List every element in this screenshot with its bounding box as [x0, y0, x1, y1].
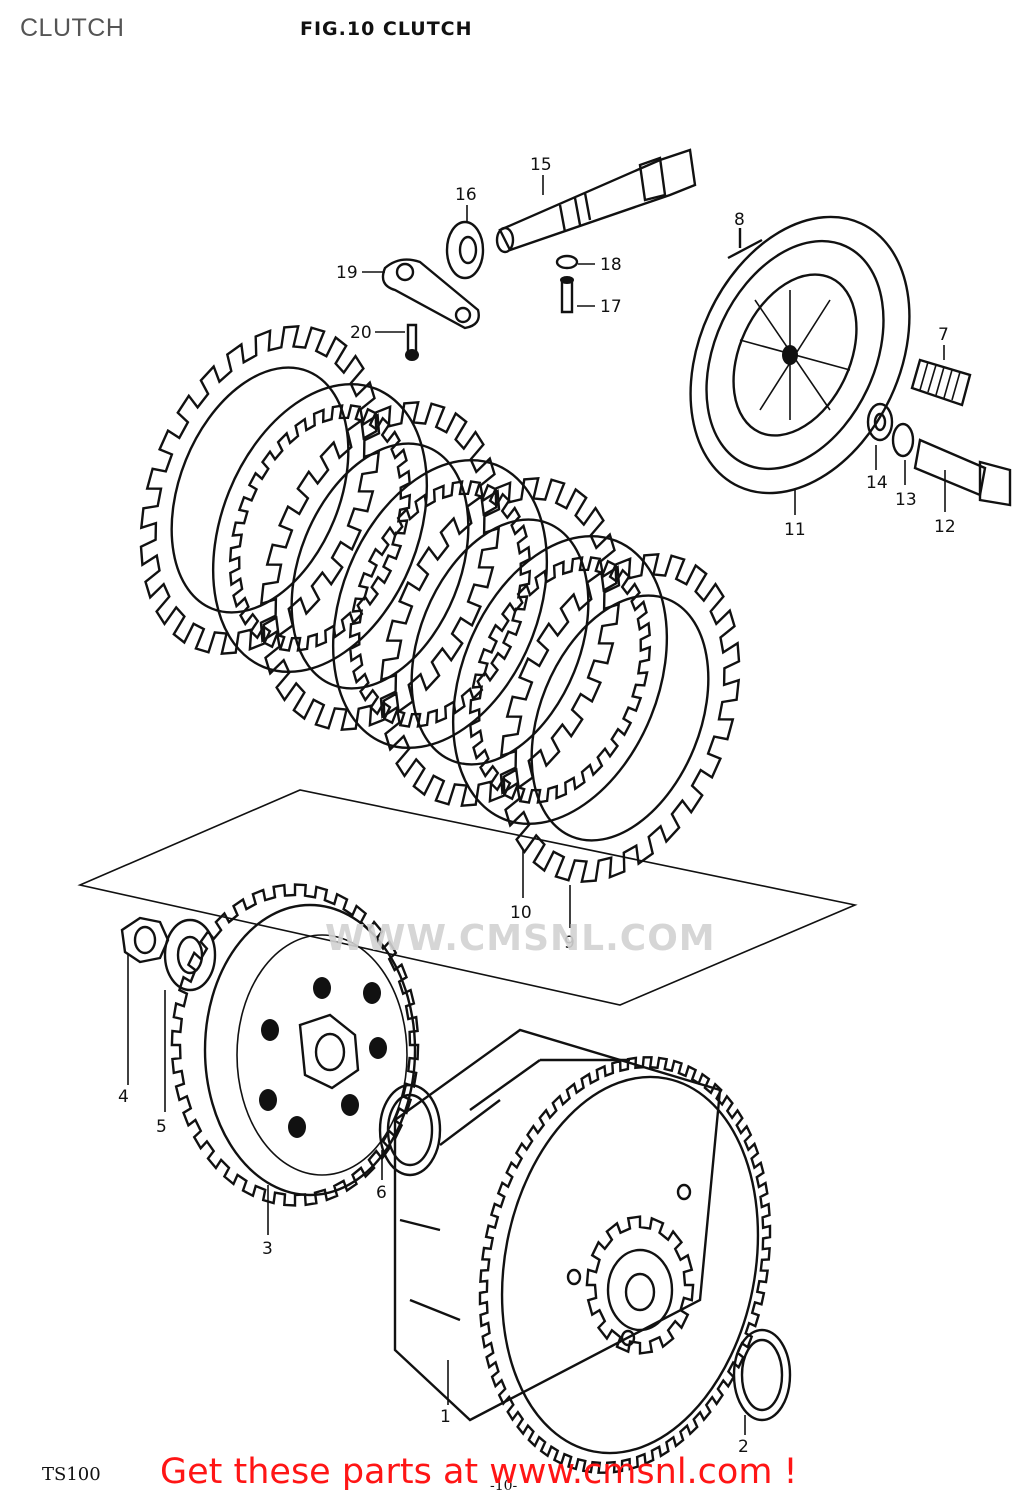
housing-rivet [566, 1268, 582, 1286]
housing-rivet [620, 1329, 636, 1347]
drive-plate [211, 382, 429, 674]
part-13-lock-washer [891, 422, 915, 458]
housing-rivet [676, 1183, 692, 1201]
friction-plate [499, 552, 741, 884]
model-code: TS100 [42, 1464, 101, 1485]
drive-plate [451, 534, 669, 826]
callout-2: 2 [738, 1437, 749, 1457]
part-9-10-clutch-plate-stack [139, 324, 741, 884]
callout-labels: 15 16 18 17 19 20 8 7 14 13 12 11 10 9 4… [118, 155, 956, 1457]
callout-15: 15 [530, 155, 552, 175]
hub-hole [341, 1094, 359, 1116]
part-15-release-shaft [495, 148, 697, 254]
part-20-bolt [405, 323, 419, 361]
callout-20: 20 [350, 323, 372, 343]
hub-hole [261, 1019, 279, 1041]
part-17-screw [560, 276, 574, 314]
hub-hole [259, 1089, 277, 1111]
part-4-nut [120, 916, 170, 964]
page-title: CLUTCH [20, 14, 125, 42]
part-16-oil-seal [445, 220, 485, 280]
callout-13: 13 [895, 490, 917, 510]
callout-18: 18 [600, 255, 622, 275]
hub-hole [363, 982, 381, 1004]
watermark-text: WWW.CMSNL.COM [325, 918, 716, 959]
part-12-bolt [913, 438, 1012, 507]
callout-7: 7 [938, 325, 949, 345]
callout-19: 19 [336, 263, 358, 283]
callout-17: 17 [600, 297, 622, 317]
figure-heading: FIG.10 CLUTCH [300, 18, 473, 40]
part-1-primary-driven-gear-housing [393, 1028, 772, 1474]
callout-8: 8 [734, 210, 745, 230]
part-11-pressure-plate [689, 215, 911, 495]
part-14-washer [866, 402, 894, 442]
callout-11: 11 [784, 520, 806, 540]
hub-hole [288, 1116, 306, 1138]
callout-14: 14 [866, 473, 888, 493]
assembly-plane-outline [77, 789, 858, 1006]
drive-plate [331, 458, 549, 750]
part-3-clutch-sleeve-hub [170, 883, 420, 1207]
hub-hole [369, 1037, 387, 1059]
callout-9: 9 [564, 933, 575, 953]
friction-plate [259, 400, 501, 732]
part-6-thrust-washer [378, 1083, 442, 1177]
page-number: -10- [490, 1478, 518, 1494]
part-8-pin [727, 228, 763, 260]
callout-12: 12 [934, 517, 956, 537]
leader-lines [127, 175, 946, 1435]
part-18-washer [555, 254, 579, 270]
friction-plate [139, 324, 381, 656]
callout-16: 16 [455, 185, 477, 205]
callout-1: 1 [440, 1407, 451, 1427]
callout-5: 5 [156, 1117, 167, 1137]
part-2-thrust-washer [732, 1328, 792, 1422]
part-7-clutch-spring [910, 358, 972, 407]
callout-10: 10 [510, 903, 532, 923]
cta-link[interactable]: Get these parts at www.cmsnl.com ! [160, 1452, 798, 1492]
part-19-release-arm [381, 258, 480, 330]
hub-hole [313, 977, 331, 999]
friction-plate [379, 476, 621, 808]
callout-4: 4 [118, 1087, 129, 1107]
callout-3: 3 [262, 1239, 273, 1259]
callout-6: 6 [376, 1183, 387, 1203]
